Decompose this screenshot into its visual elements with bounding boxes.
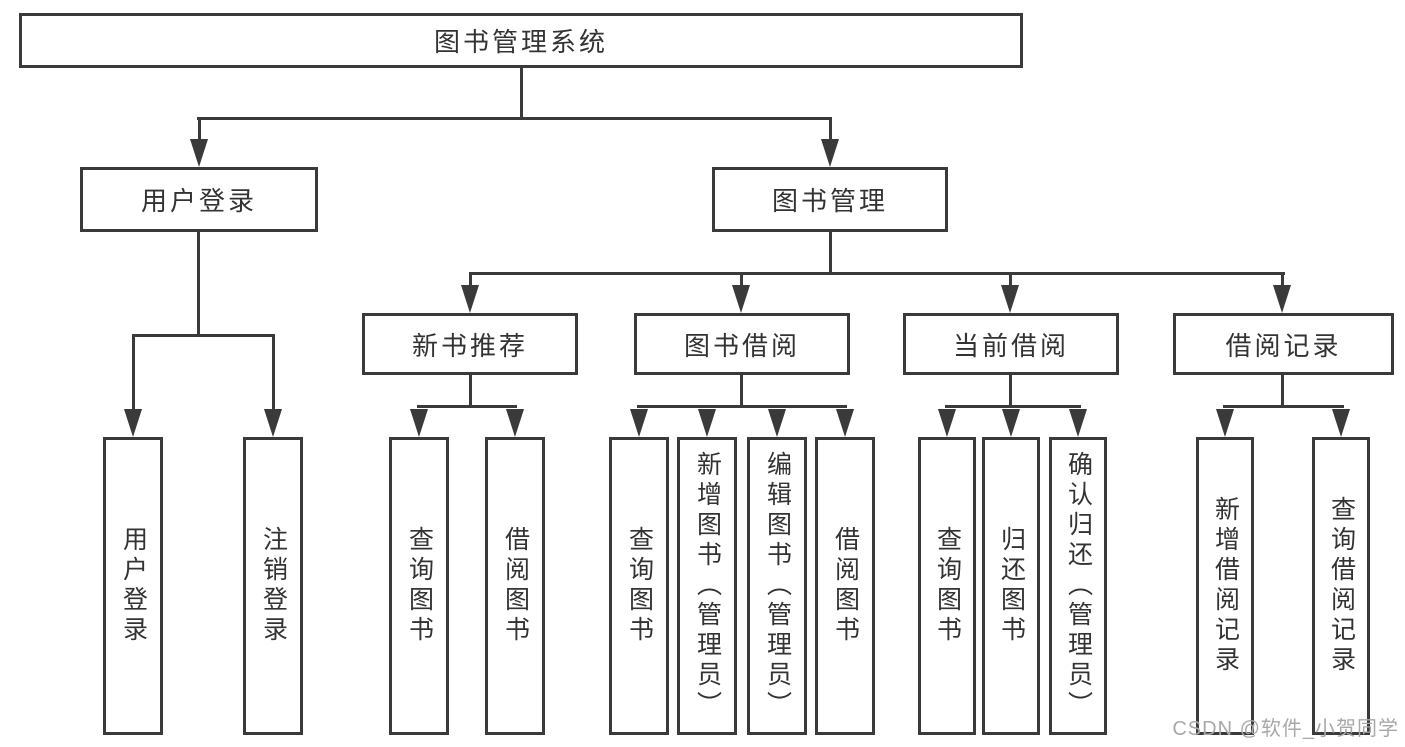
edge-root-bookmgmt-arrow [821,139,839,167]
node-new-book-recommend: 新书推荐 [362,313,578,375]
edge-bookmgmt-current-stem [1009,272,1012,287]
leaf-add-borrow-record: 新增借阅记录 [1196,437,1254,735]
edge-bookmgmt-stem [829,232,832,275]
node-book-management-label: 图书管理 [771,186,888,216]
edge-record-bar [1223,405,1344,408]
edge-newbook-leaf2-arrow [506,409,524,437]
edge-borrow-leaf3-arrow [768,409,786,437]
leaf-user-login: 用户登录 [103,437,163,735]
edge-userlogin-leaf2-arrow [264,409,282,437]
leaf-return-books: 归还图书 [982,437,1040,735]
leaf-edit-book-admin-label: 编辑图书（管理员） [763,451,792,721]
csdn-watermark: CSDN @软件_小贺同学 [1172,718,1399,740]
edge-userlogin-stem [197,232,200,337]
edge-bookmgmt-record-arrow [1273,285,1291,313]
leaf-confirm-return-admin: 确认归还（管理员） [1049,437,1107,735]
edge-bookmgmt-borrow-stem [740,272,743,287]
leaf-query-books-borrowing-label: 查询图书 [625,526,654,646]
leaf-return-books-label: 归还图书 [997,526,1026,646]
leaf-borrow-books-borrowing-label: 借阅图书 [831,526,860,646]
edge-record-stem [1281,375,1284,408]
edge-bookmgmt-newbook-stem [469,272,472,287]
edge-bookmgmt-newbook-arrow [461,285,479,313]
leaf-borrow-books-recommend: 借阅图书 [485,437,545,735]
leaf-query-books-recommend-label: 查询图书 [405,526,434,646]
leaf-edit-book-admin: 编辑图书（管理员） [747,437,807,735]
edge-bookmgmt-bar [469,272,1285,275]
leaf-borrow-books-recommend-label: 借阅图书 [501,526,530,646]
edge-borrow-leaf4-arrow [836,409,854,437]
leaf-logout: 注销登录 [243,437,303,735]
leaf-query-books-current: 查询图书 [918,437,976,735]
leaf-query-books-current-label: 查询图书 [933,526,962,646]
node-book-borrowing: 图书借阅 [634,313,850,375]
edge-root-userlogin-arrow [190,139,208,167]
edge-current-bar [945,405,1081,408]
edge-current-leaf2-arrow [1002,409,1020,437]
node-current-borrowing: 当前借阅 [903,313,1119,375]
node-borrow-records-label: 借阅记录 [1225,330,1342,361]
edge-userlogin-leaf2-stem [272,334,275,411]
edge-bookmgmt-borrow-arrow [732,285,750,313]
edge-userlogin-bar [132,334,275,337]
edge-bookmgmt-current-arrow [1001,285,1019,313]
edge-newbook-leaf1-arrow [410,409,428,437]
edge-current-stem [1009,375,1012,408]
edge-bookmgmt-record-stem [1281,272,1284,287]
leaf-borrow-books-borrowing: 借阅图书 [815,437,875,735]
node-borrow-records: 借阅记录 [1173,313,1394,375]
edge-root-userlogin-stem [198,117,201,141]
node-book-management: 图书管理 [712,167,948,232]
node-user-login-label: 用户登录 [140,186,257,216]
edge-root-bookmgmt-stem [829,117,832,141]
leaf-confirm-return-admin-label: 确认归还（管理员） [1064,451,1093,721]
leaf-query-books-borrowing: 查询图书 [609,437,669,735]
edge-borrow-leaf2-arrow [698,409,716,437]
edge-root-bar [197,117,832,120]
leaf-add-book-admin-label: 新增图书（管理员） [693,451,722,721]
edge-current-leaf3-arrow [1069,409,1087,437]
edge-newbook-stem [469,375,472,408]
node-user-login: 用户登录 [80,167,318,232]
leaf-add-book-admin: 新增图书（管理员） [677,437,737,735]
edge-borrow-bar [637,405,847,408]
leaf-add-borrow-record-label: 新增借阅记录 [1211,496,1240,676]
node-library-system: 图书管理系统 [19,13,1023,68]
edge-root-stem [520,68,523,120]
leaf-query-borrow-record-label: 查询借阅记录 [1327,496,1356,676]
edge-borrow-stem [740,375,743,408]
node-new-book-recommend-label: 新书推荐 [411,330,528,361]
leaf-query-borrow-record: 查询借阅记录 [1312,437,1370,735]
edge-current-leaf1-arrow [938,409,956,437]
edge-userlogin-leaf1-arrow [124,409,142,437]
edge-record-leaf1-arrow [1216,409,1234,437]
leaf-query-books-recommend: 查询图书 [389,437,449,735]
leaf-logout-label: 注销登录 [259,526,288,646]
edge-record-leaf2-arrow [1332,409,1350,437]
edge-borrow-leaf1-arrow [630,409,648,437]
edge-userlogin-leaf1-stem [132,334,135,411]
node-current-borrowing-label: 当前借阅 [952,330,1069,361]
leaf-user-login-label: 用户登录 [119,526,148,646]
node-book-borrowing-label: 图书借阅 [683,330,800,361]
edge-newbook-bar [417,405,517,408]
node-library-system-label: 图书管理系统 [433,27,608,57]
